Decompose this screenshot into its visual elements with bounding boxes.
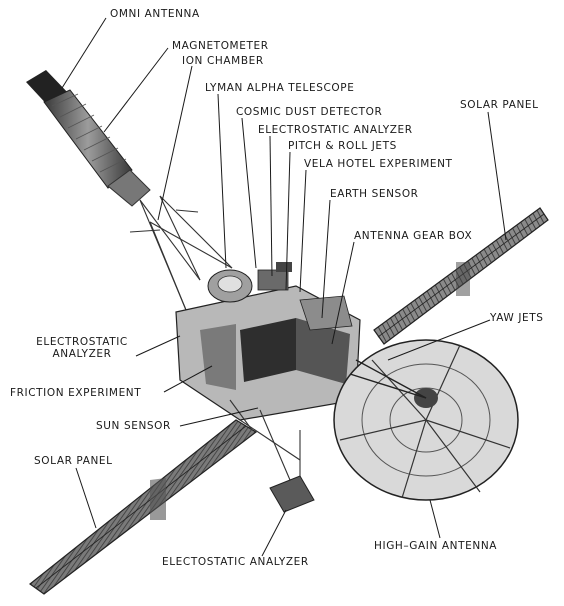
label-vela-hotel-experiment: VELA HOTEL EXPERIMENT <box>304 158 453 170</box>
label-earth-sensor: EARTH SENSOR <box>330 188 419 200</box>
label-omni-antenna: OMNI ANTENNA <box>110 8 200 20</box>
label-magnetometer: MAGNETOMETER <box>172 40 269 52</box>
label-pitch-roll-jets: PITCH & ROLL JETS <box>288 140 397 152</box>
label-cosmic-dust-detector: COSMIC DUST DETECTOR <box>236 106 383 118</box>
lower-assembly <box>229 399 301 481</box>
label-friction-experiment: FRICTION EXPERIMENT <box>10 387 142 399</box>
label-solar-panel-right: SOLAR PANEL <box>460 99 539 111</box>
label-sun-sensor: SUN SENSOR <box>96 420 171 432</box>
label-antenna-gear-box: ANTENNA GEAR BOX <box>354 230 473 242</box>
label-electrostatic-line1: ELECTROSTATIC <box>36 336 128 348</box>
leader-lines <box>61 17 507 557</box>
label-high-gain-antenna: HIGH–GAIN ANTENNA <box>374 540 498 552</box>
label-lyman-alpha-telescope: LYMAN ALPHA TELESCOPE <box>205 82 355 94</box>
label-electrostatic-line2: ANALYZER <box>52 348 112 360</box>
high-gain-antenna-dish <box>333 339 519 501</box>
label-ion-chamber: ION CHAMBER <box>182 55 264 67</box>
bottom-analyzer-box <box>269 475 315 513</box>
label-electrostatic-analyzer-left: ELECTROSTATIC ANALYZER <box>30 336 134 360</box>
spacecraft-bus <box>175 262 361 421</box>
label-solar-panel-left: SOLAR PANEL <box>34 455 113 467</box>
label-electrostatic-analyzer-top: ELECTROSTATIC ANALYZER <box>258 124 413 136</box>
label-yaw-jets: YAW JETS <box>490 312 544 324</box>
solar-panel-left <box>29 419 258 595</box>
omni-antenna-boom <box>26 70 151 207</box>
label-electostatic-analyzer-bottom: ELECTOSTATIC ANALYZER <box>162 556 309 568</box>
solar-panel-right <box>373 207 549 345</box>
